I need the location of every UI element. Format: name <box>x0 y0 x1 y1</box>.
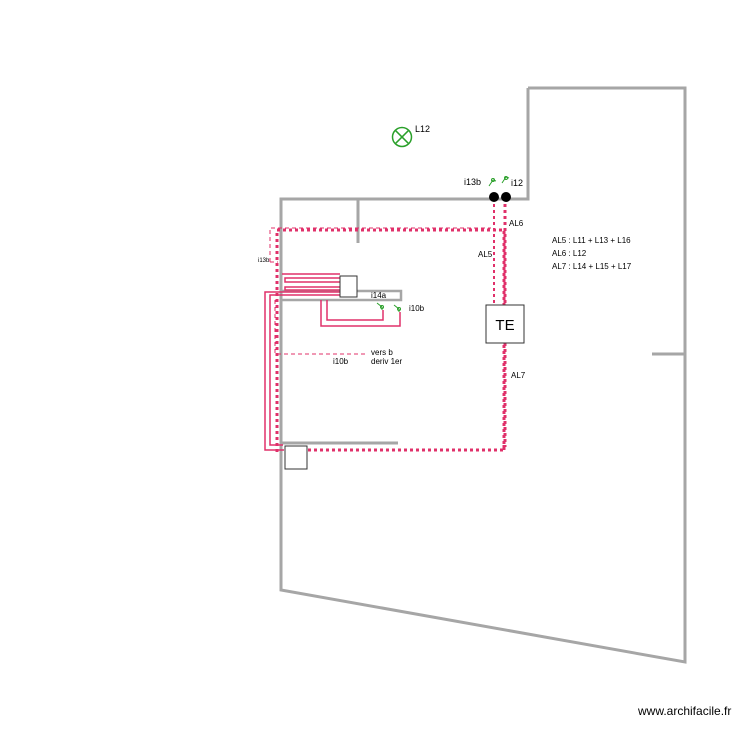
switch-i12-terminal <box>501 192 511 202</box>
lamp-icon-cross-b <box>394 129 410 145</box>
switch-i10b-lower-label: i10b <box>333 357 349 366</box>
legend-line-al6: AL6 : L12 <box>552 249 587 258</box>
switch-i14a-label: i14a <box>371 291 387 300</box>
line-al7-label: AL7 <box>511 371 526 380</box>
circuit-outer-thin <box>269 227 491 262</box>
junction-box-lower <box>284 445 308 470</box>
switch-i10b-label: i10b <box>409 304 425 313</box>
switch-i10b-icon-dot <box>397 307 401 311</box>
note-line-1: vers b <box>371 348 393 357</box>
switch-i10b-icon <box>393 304 400 312</box>
lamp-label: L12 <box>415 124 430 134</box>
outer-wall <box>279 86 687 664</box>
wire-solid-4 <box>264 291 340 451</box>
switch-i12-label: i12 <box>511 178 523 188</box>
note-line-2: deriv 1er <box>371 357 402 366</box>
panel-te-box <box>485 304 525 344</box>
wire-solid-5 <box>320 300 401 327</box>
lamp-icon <box>391 126 413 148</box>
line-al6-label: AL6 <box>509 219 524 228</box>
switch-group-inner <box>376 302 401 312</box>
legend-line-al5: AL5 : L11 + L13 + L16 <box>552 236 631 245</box>
switch-i13b-icon-dot <box>491 178 495 182</box>
panel-te-label: TE <box>495 317 514 334</box>
circuit-lower-return <box>307 445 506 452</box>
wire-solid-2 <box>284 286 340 291</box>
circuit-left-inner-dashed <box>274 300 368 355</box>
legend-line-al7: AL7 : L14 + L15 + L17 <box>552 262 632 271</box>
switch-i14a-icon <box>376 302 383 310</box>
circuits <box>264 198 507 455</box>
switch-i12-icon-dot <box>504 176 508 180</box>
junction-box-upper <box>339 275 358 298</box>
lamp-l12 <box>391 126 413 148</box>
wire-solid-1 <box>284 277 340 283</box>
switch-i13b-terminal <box>489 192 499 202</box>
legend: AL5 : L11 + L13 + L16 AL6 : L12 AL7 : L1… <box>552 236 632 271</box>
watermark-text: www.archifacile.fr <box>638 704 732 718</box>
switch-i14a-icon-dot <box>380 305 384 309</box>
walls <box>279 86 687 664</box>
wire-solid-6 <box>326 300 384 321</box>
line-al5-label: AL5 <box>478 250 493 259</box>
switch-i13b-label: i13b <box>464 177 481 187</box>
wire-solid-3 <box>269 294 340 446</box>
room-switch-label: i13b <box>258 258 270 264</box>
circuit-main-loop <box>275 228 506 455</box>
switch-group-top <box>488 176 510 187</box>
